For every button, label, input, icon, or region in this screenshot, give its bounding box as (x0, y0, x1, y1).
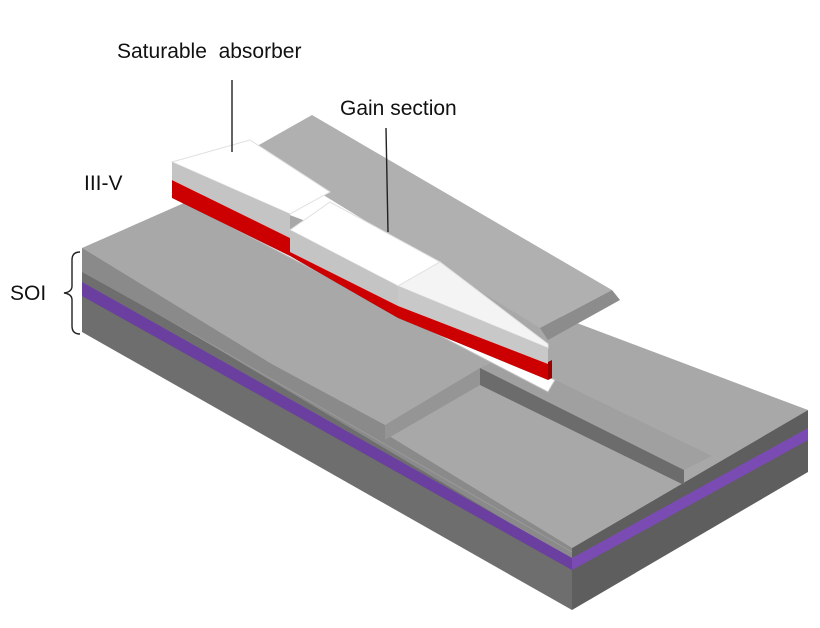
rib-waveguide-side (480, 368, 684, 485)
taper-front-face (398, 286, 548, 364)
rib-plateau-side (540, 290, 620, 340)
soi-bracket (63, 251, 81, 335)
silicon-top-face (82, 188, 808, 548)
soi-label: SOI (10, 282, 46, 305)
iii-v-label: III-V (84, 172, 123, 195)
active-layer-end (548, 360, 552, 380)
absorber-front-face (172, 162, 290, 238)
oxide-layer-front (82, 282, 572, 570)
iii-v-stack (170, 139, 556, 393)
gain-section-label: Gain section (340, 97, 457, 120)
rib-step-front (82, 262, 385, 440)
oxide-layer-right (572, 428, 808, 570)
leader-lines (231, 80, 389, 233)
gain-leader (385, 127, 389, 233)
rib-step-top (385, 368, 480, 440)
saturable-absorber-label: Saturable absorber (117, 40, 301, 63)
silicon-rib (82, 115, 712, 485)
gain-front-face (290, 230, 398, 306)
rib-plateau-top (250, 115, 612, 328)
substrate-right-face (572, 410, 808, 610)
